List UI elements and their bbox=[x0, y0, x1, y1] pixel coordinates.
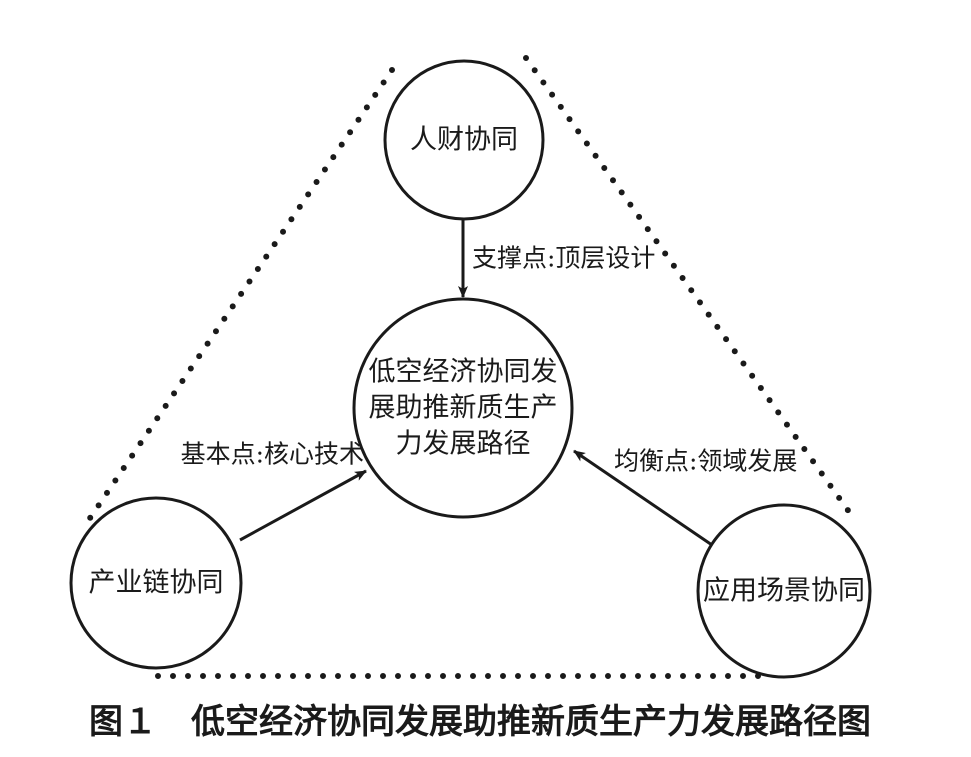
node-center-label-line3: 力发展路径 bbox=[396, 429, 531, 460]
arrow-right-to-center bbox=[573, 449, 713, 547]
edge-label-top: 支撑点:顶层设计 bbox=[472, 244, 655, 273]
node-top-label: 人财协同 bbox=[410, 125, 518, 156]
node-right-label: 应用场景协同 bbox=[703, 576, 865, 607]
node-right-circle bbox=[696, 503, 872, 679]
figure-caption: 图１ 低空经济协同发展助推新质生产力发展路径图 bbox=[89, 702, 871, 742]
node-left-label: 产业链协同 bbox=[89, 568, 224, 599]
edge-label-right: 均衡点:领域发展 bbox=[614, 447, 797, 476]
node-center-label-line2: 展助推新质生产 bbox=[369, 393, 558, 424]
node-left-circle bbox=[69, 496, 243, 670]
dotted-link-top-left bbox=[79, 67, 395, 533]
node-top-circle bbox=[383, 59, 545, 221]
node-center-label-line1: 低空经济协同发 bbox=[369, 357, 558, 388]
edge-label-left: 基本点:核心技术 bbox=[181, 440, 364, 469]
node-center-circle bbox=[352, 297, 574, 519]
arrow-left-to-center bbox=[239, 469, 367, 542]
